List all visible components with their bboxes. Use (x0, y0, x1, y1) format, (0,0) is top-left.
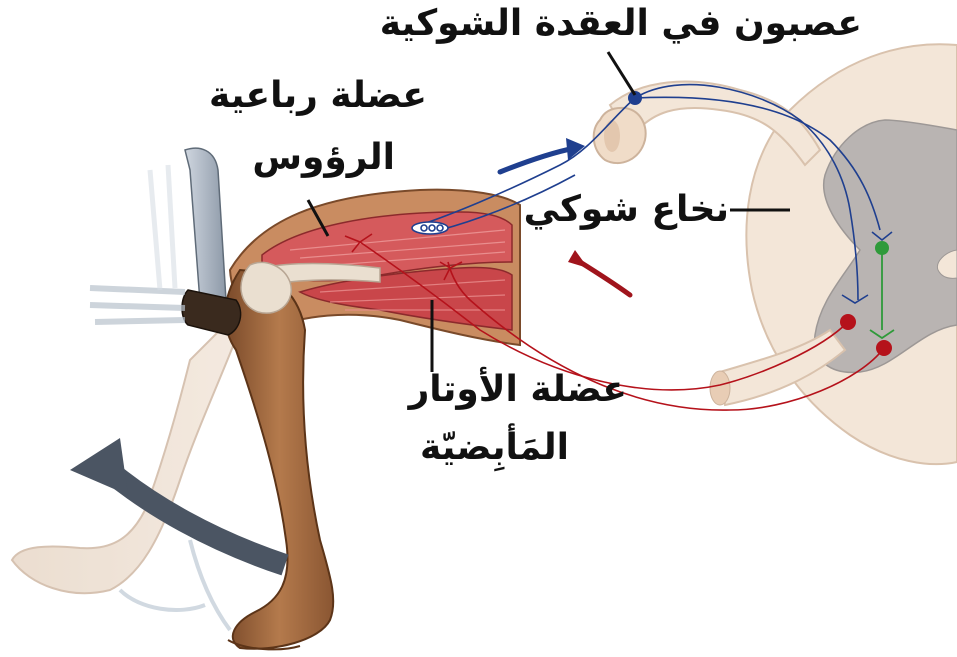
lower-leg (225, 262, 333, 649)
leg-motion-ghost (12, 300, 250, 630)
quadriceps-label-line2: الرؤوس (252, 140, 395, 176)
reflex-hammer (90, 148, 241, 335)
motor-neuron-body (840, 314, 856, 330)
hamstring-label-line2: المَأبِضيّة (420, 430, 569, 466)
spinal-cord-label: نخاع شوكي (524, 192, 729, 228)
sensory-direction-arrow (500, 148, 575, 172)
motor-direction-arrow (580, 262, 630, 295)
ganglion-neuron-label: عصبون في العقدة الشوكية (380, 6, 862, 42)
quadriceps-label-line1: عضلة رباعية (209, 78, 427, 114)
hamstring-label-line1: عضلة الأوتار (409, 372, 627, 408)
